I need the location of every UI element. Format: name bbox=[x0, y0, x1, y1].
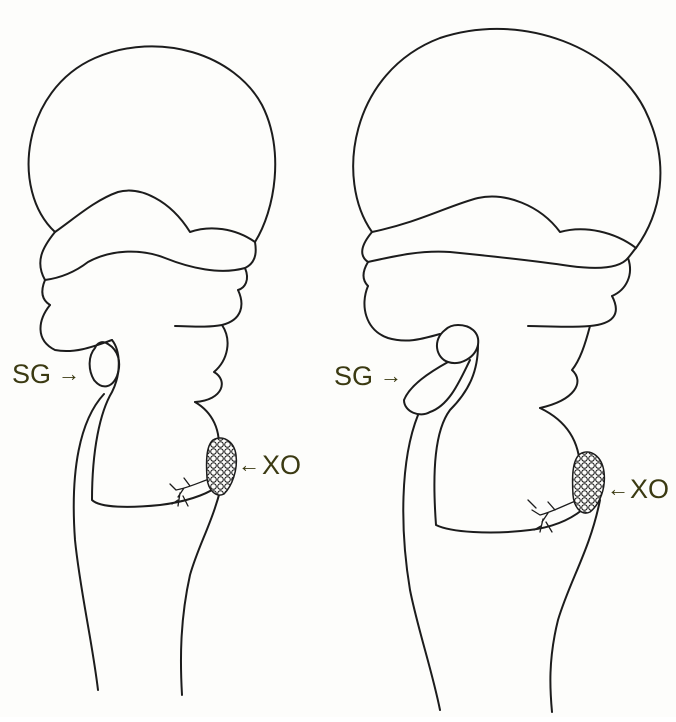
right-xo-label: XO bbox=[630, 474, 669, 504]
right-stalk-body bbox=[434, 345, 582, 532]
left-nerve-fibres bbox=[170, 478, 212, 506]
left-sg-arrow: → bbox=[58, 361, 80, 386]
right-nerve-fibres bbox=[528, 500, 578, 532]
right-sinus-gland bbox=[437, 325, 478, 363]
left-eye-dome bbox=[29, 46, 276, 242]
right-xo-arrow: ← bbox=[607, 476, 629, 501]
left-stalk-body bbox=[92, 340, 215, 507]
left-sinus-gland bbox=[90, 342, 120, 386]
right-eye-rim bbox=[362, 232, 636, 268]
right-medulla-lobes bbox=[364, 286, 615, 341]
left-xo-arrow: ← bbox=[238, 452, 260, 477]
right-sg-label: SG bbox=[334, 361, 373, 391]
left-xo-label: XO bbox=[262, 450, 301, 480]
right-eye-dome bbox=[353, 29, 660, 248]
left-medulla-lobes bbox=[40, 290, 241, 351]
labels: SG → XO ← SG → XO ← bbox=[12, 359, 669, 504]
left-sg-label: SG bbox=[12, 359, 51, 389]
left-x-organ bbox=[207, 438, 237, 495]
right-stalk-outer-wall bbox=[403, 415, 440, 710]
left-eye-rim bbox=[40, 232, 255, 280]
right-sg-arrow: → bbox=[380, 363, 402, 388]
left-stalk-outer-wall bbox=[74, 394, 104, 690]
